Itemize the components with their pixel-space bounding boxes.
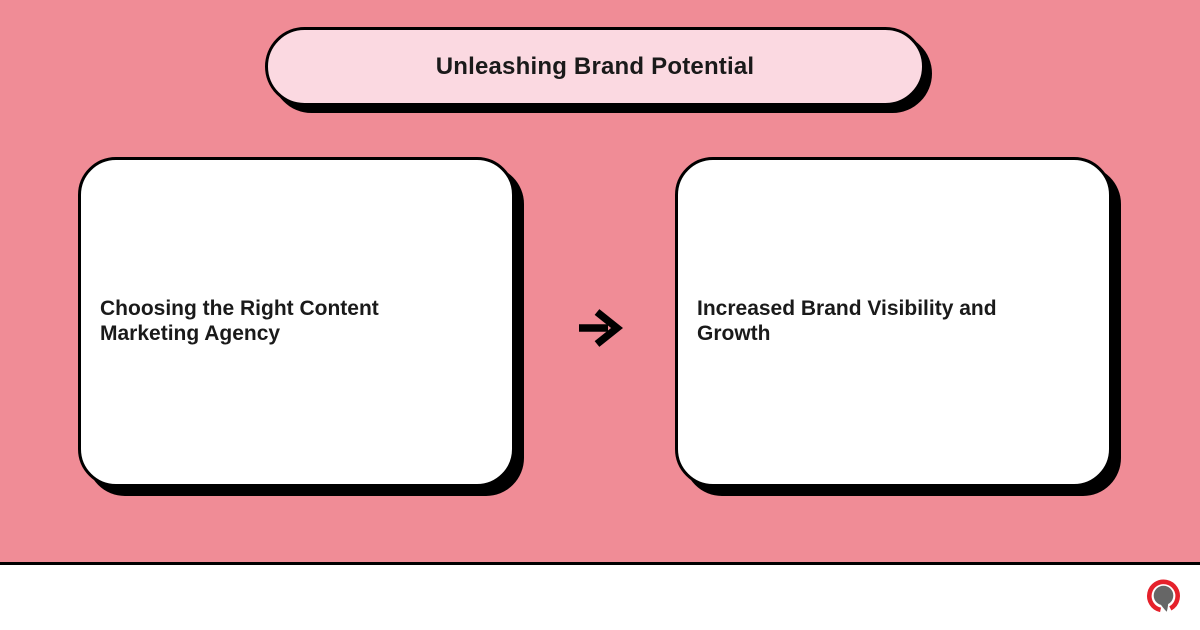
- card-target: Increased Brand Visibility and Growth: [675, 157, 1112, 487]
- page-title: Unleashing Brand Potential: [435, 52, 755, 80]
- card-source-label: Choosing the Right Content Marketing Age…: [100, 297, 379, 345]
- footer-divider: [0, 562, 1200, 565]
- footer-bar: [0, 565, 1200, 630]
- card-source: Choosing the Right Content Marketing Age…: [78, 157, 515, 487]
- title-pill: Unleashing Brand Potential: [265, 27, 925, 106]
- card-target-label: Increased Brand Visibility and Growth: [697, 297, 997, 345]
- speech-bubble-logo-icon: [1145, 578, 1182, 617]
- arrow-right-icon: [577, 306, 624, 350]
